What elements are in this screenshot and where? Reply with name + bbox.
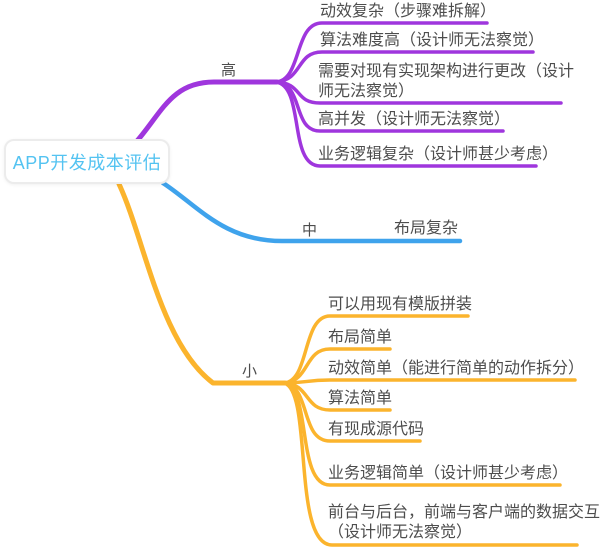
node-small-business-logic-simple[interactable]: 业务逻辑简单（设计师甚少考虑）	[328, 465, 569, 482]
root-node-label: APP开发成本评估	[12, 152, 162, 173]
root-node[interactable]: APP开发成本评估	[4, 139, 170, 184]
branch-label-medium[interactable]: 中	[302, 222, 318, 239]
node-small-algorithm-simple[interactable]: 算法简单	[328, 390, 393, 407]
node-high-algorithm-hard[interactable]: 算法难度高（设计师无法察觉）	[320, 32, 545, 49]
branch-small-trunk-line	[116, 181, 288, 386]
branch-high-child-5-line	[274, 80, 538, 168]
node-high-concurrency[interactable]: 高并发（设计师无法察觉）	[318, 111, 511, 128]
node-high-business-logic-complex[interactable]: 业务逻辑复杂（设计师甚少考虑）	[318, 146, 559, 163]
node-small-layout-simple[interactable]: 布局简单	[328, 329, 393, 346]
branch-small-child-7-line	[282, 381, 579, 547]
branch-small-child-3-line	[282, 378, 577, 385]
branch-high-trunk-line	[134, 79, 280, 144]
node-medium-layout-complex[interactable]: 布局复杂	[394, 220, 459, 237]
branch-high-child-2-line	[274, 50, 535, 84]
node-high-motion-complex[interactable]: 动效复杂（步骤难拆解）	[320, 3, 497, 20]
branch-label-small[interactable]: 小	[242, 363, 258, 380]
node-small-motion-simple[interactable]: 动效简单（能进行简单的动作拆分）	[328, 360, 585, 377]
node-small-existing-templates[interactable]: 可以用现有模版拼装	[328, 296, 473, 313]
node-high-architecture-change[interactable]: 需要对现有实现架构进行更改（设计 师无法察觉）	[318, 63, 575, 100]
node-small-existing-source-code[interactable]: 有现成源代码	[328, 421, 425, 438]
branch-medium-trunk-line	[160, 180, 463, 244]
branch-label-high[interactable]: 高	[221, 62, 237, 79]
node-small-frontend-backend-data[interactable]: 前台与后台，前端与客户端的数据交互 （设计师无法察觉）	[328, 504, 600, 541]
